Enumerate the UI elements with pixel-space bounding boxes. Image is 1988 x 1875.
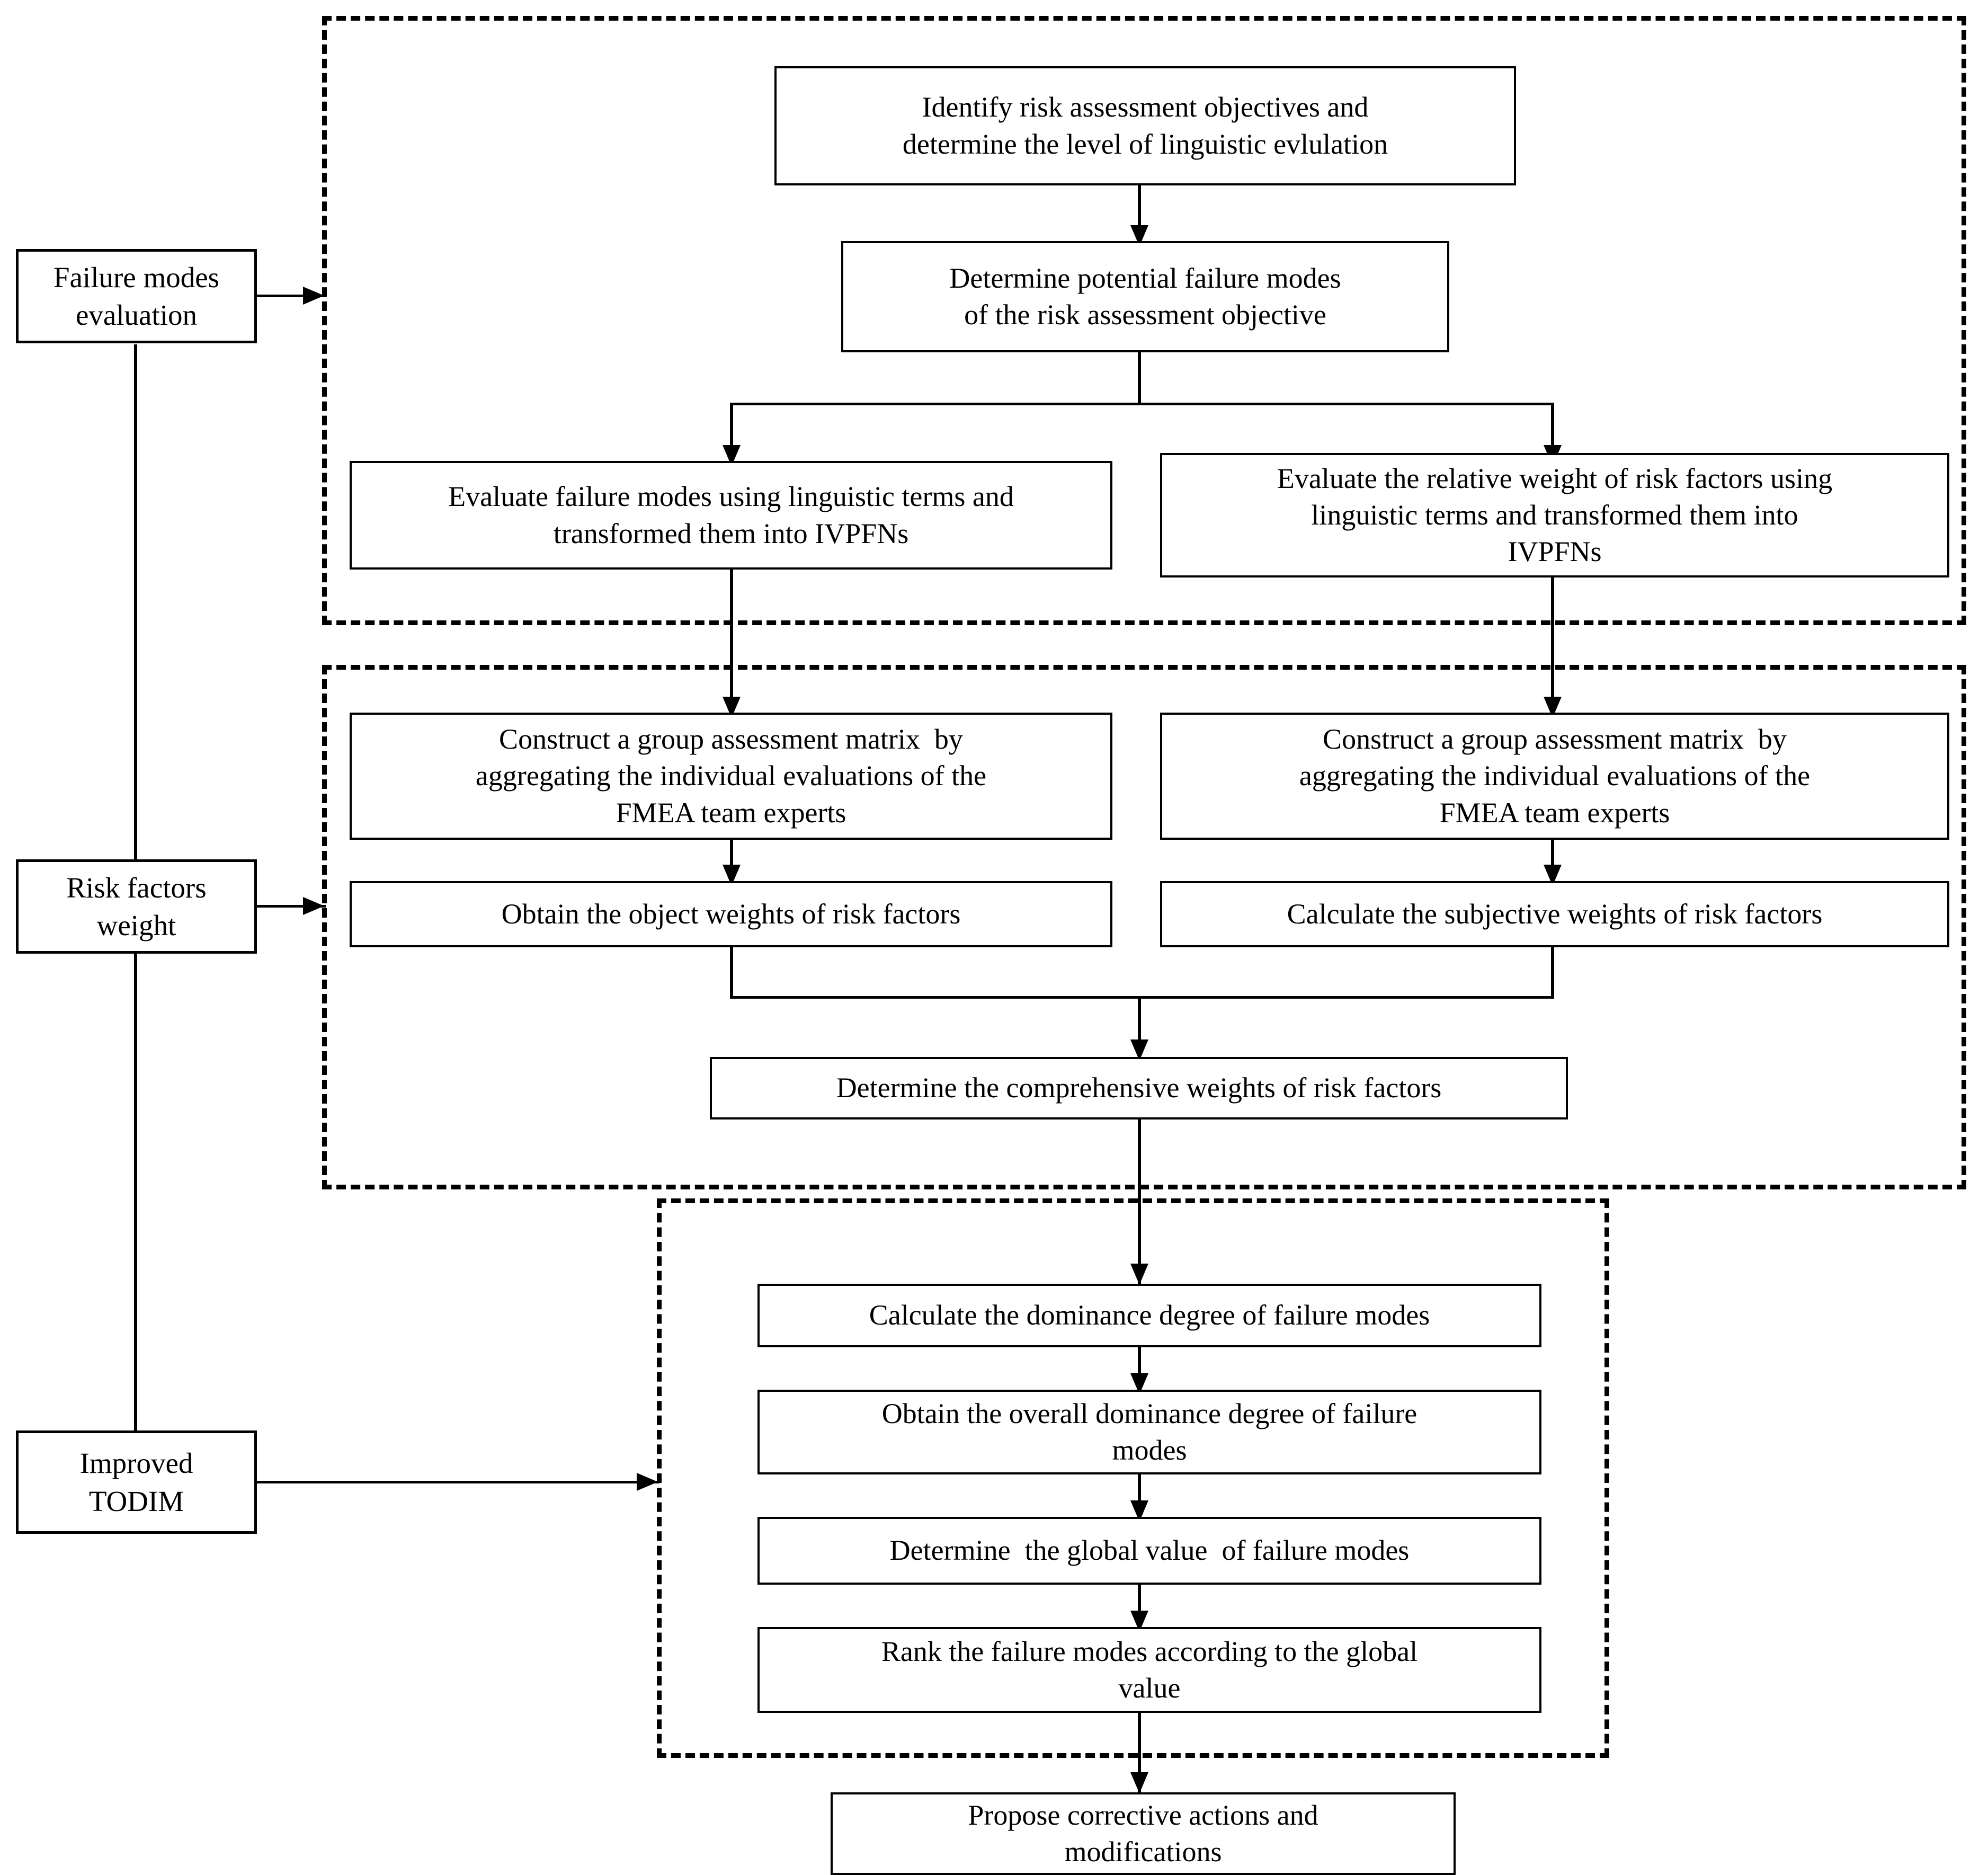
split-left-stage1 <box>730 403 733 461</box>
step-rank-failure-modes[interactable]: Rank the failure modes according to the … <box>757 1627 1541 1713</box>
split-right-stage1 <box>1551 403 1554 461</box>
step-determine-failure-modes[interactable]: Determine potential failure modes of the… <box>841 241 1449 352</box>
split-trunk-stage1 <box>1138 352 1141 404</box>
step-identify-objectives[interactable]: Identify risk assessment objectives and … <box>774 66 1516 185</box>
phase-risk-factors-weight-arrowhead <box>303 897 324 915</box>
link-identify-to-determine <box>1138 185 1141 241</box>
step-determine-comprehensive-weights[interactable]: Determine the comprehensive weights of r… <box>710 1057 1568 1119</box>
step-calculate-dominance-degree[interactable]: Calculate the dominance degree of failur… <box>757 1284 1541 1347</box>
merge-right-stage2 <box>1551 947 1554 998</box>
link-overall-to-global <box>1138 1474 1141 1517</box>
link-eval-weight-to-construct-right <box>1551 577 1554 713</box>
group-improved-todim <box>657 1198 1609 1758</box>
step-evaluate-relative-weight[interactable]: Evaluate the relative weight of risk fac… <box>1160 453 1949 577</box>
step-calculate-subjective-weights[interactable]: Calculate the subjective weights of risk… <box>1160 881 1949 947</box>
step-obtain-overall-dominance[interactable]: Obtain the overall dominance degree of f… <box>757 1390 1541 1474</box>
merge-trunk-stage2 <box>1138 996 1141 1057</box>
phase-improved-todim-connector <box>257 1481 659 1483</box>
phase-risk-factors-weight-connector <box>257 905 326 908</box>
group-failure-modes-evaluation <box>322 16 1966 625</box>
phase-improved-todim[interactable]: Improved TODIM <box>16 1430 257 1534</box>
group-risk-factors-weight <box>322 665 1966 1189</box>
phase-failure-modes-evaluation-connector <box>257 295 326 297</box>
merge-bar-stage2 <box>730 996 1554 999</box>
step-obtain-object-weights[interactable]: Obtain the object weights of risk factor… <box>350 881 1112 947</box>
link-global-to-rank <box>1138 1585 1141 1627</box>
link-comprehensive-to-dominance <box>1138 1119 1141 1284</box>
step-evaluate-failure-modes[interactable]: Evaluate failure modes using linguistic … <box>350 461 1112 570</box>
step-propose-corrective-actions[interactable]: Propose corrective actions and modificat… <box>831 1792 1456 1875</box>
link-comprehensive-to-dominance-arrowhead <box>1130 1264 1148 1285</box>
link-construct-right-to-calculate <box>1551 840 1554 881</box>
step-construct-matrix-right[interactable]: Construct a group assessment matrix by a… <box>1160 713 1949 840</box>
split-bar-stage1 <box>730 403 1554 405</box>
phase-improved-todim-arrowhead <box>637 1473 658 1491</box>
link-rank-to-outcome <box>1138 1713 1141 1792</box>
merge-left-stage2 <box>730 947 733 998</box>
step-construct-matrix-left[interactable]: Construct a group assessment matrix by a… <box>350 713 1112 840</box>
step-determine-global-value[interactable]: Determine the global value of failure mo… <box>757 1517 1541 1585</box>
phase-risk-factors-weight[interactable]: Risk factors weight <box>16 859 257 954</box>
phase-failure-modes-evaluation-arrowhead <box>303 287 324 305</box>
link-construct-left-to-obtain <box>730 840 733 881</box>
phase-failure-modes-evaluation[interactable]: Failure modes evaluation <box>16 249 257 343</box>
link-dominance-to-overall <box>1138 1347 1141 1390</box>
link-eval-failure-to-construct-left <box>730 570 733 713</box>
link-rank-to-outcome-arrowhead <box>1130 1772 1148 1793</box>
